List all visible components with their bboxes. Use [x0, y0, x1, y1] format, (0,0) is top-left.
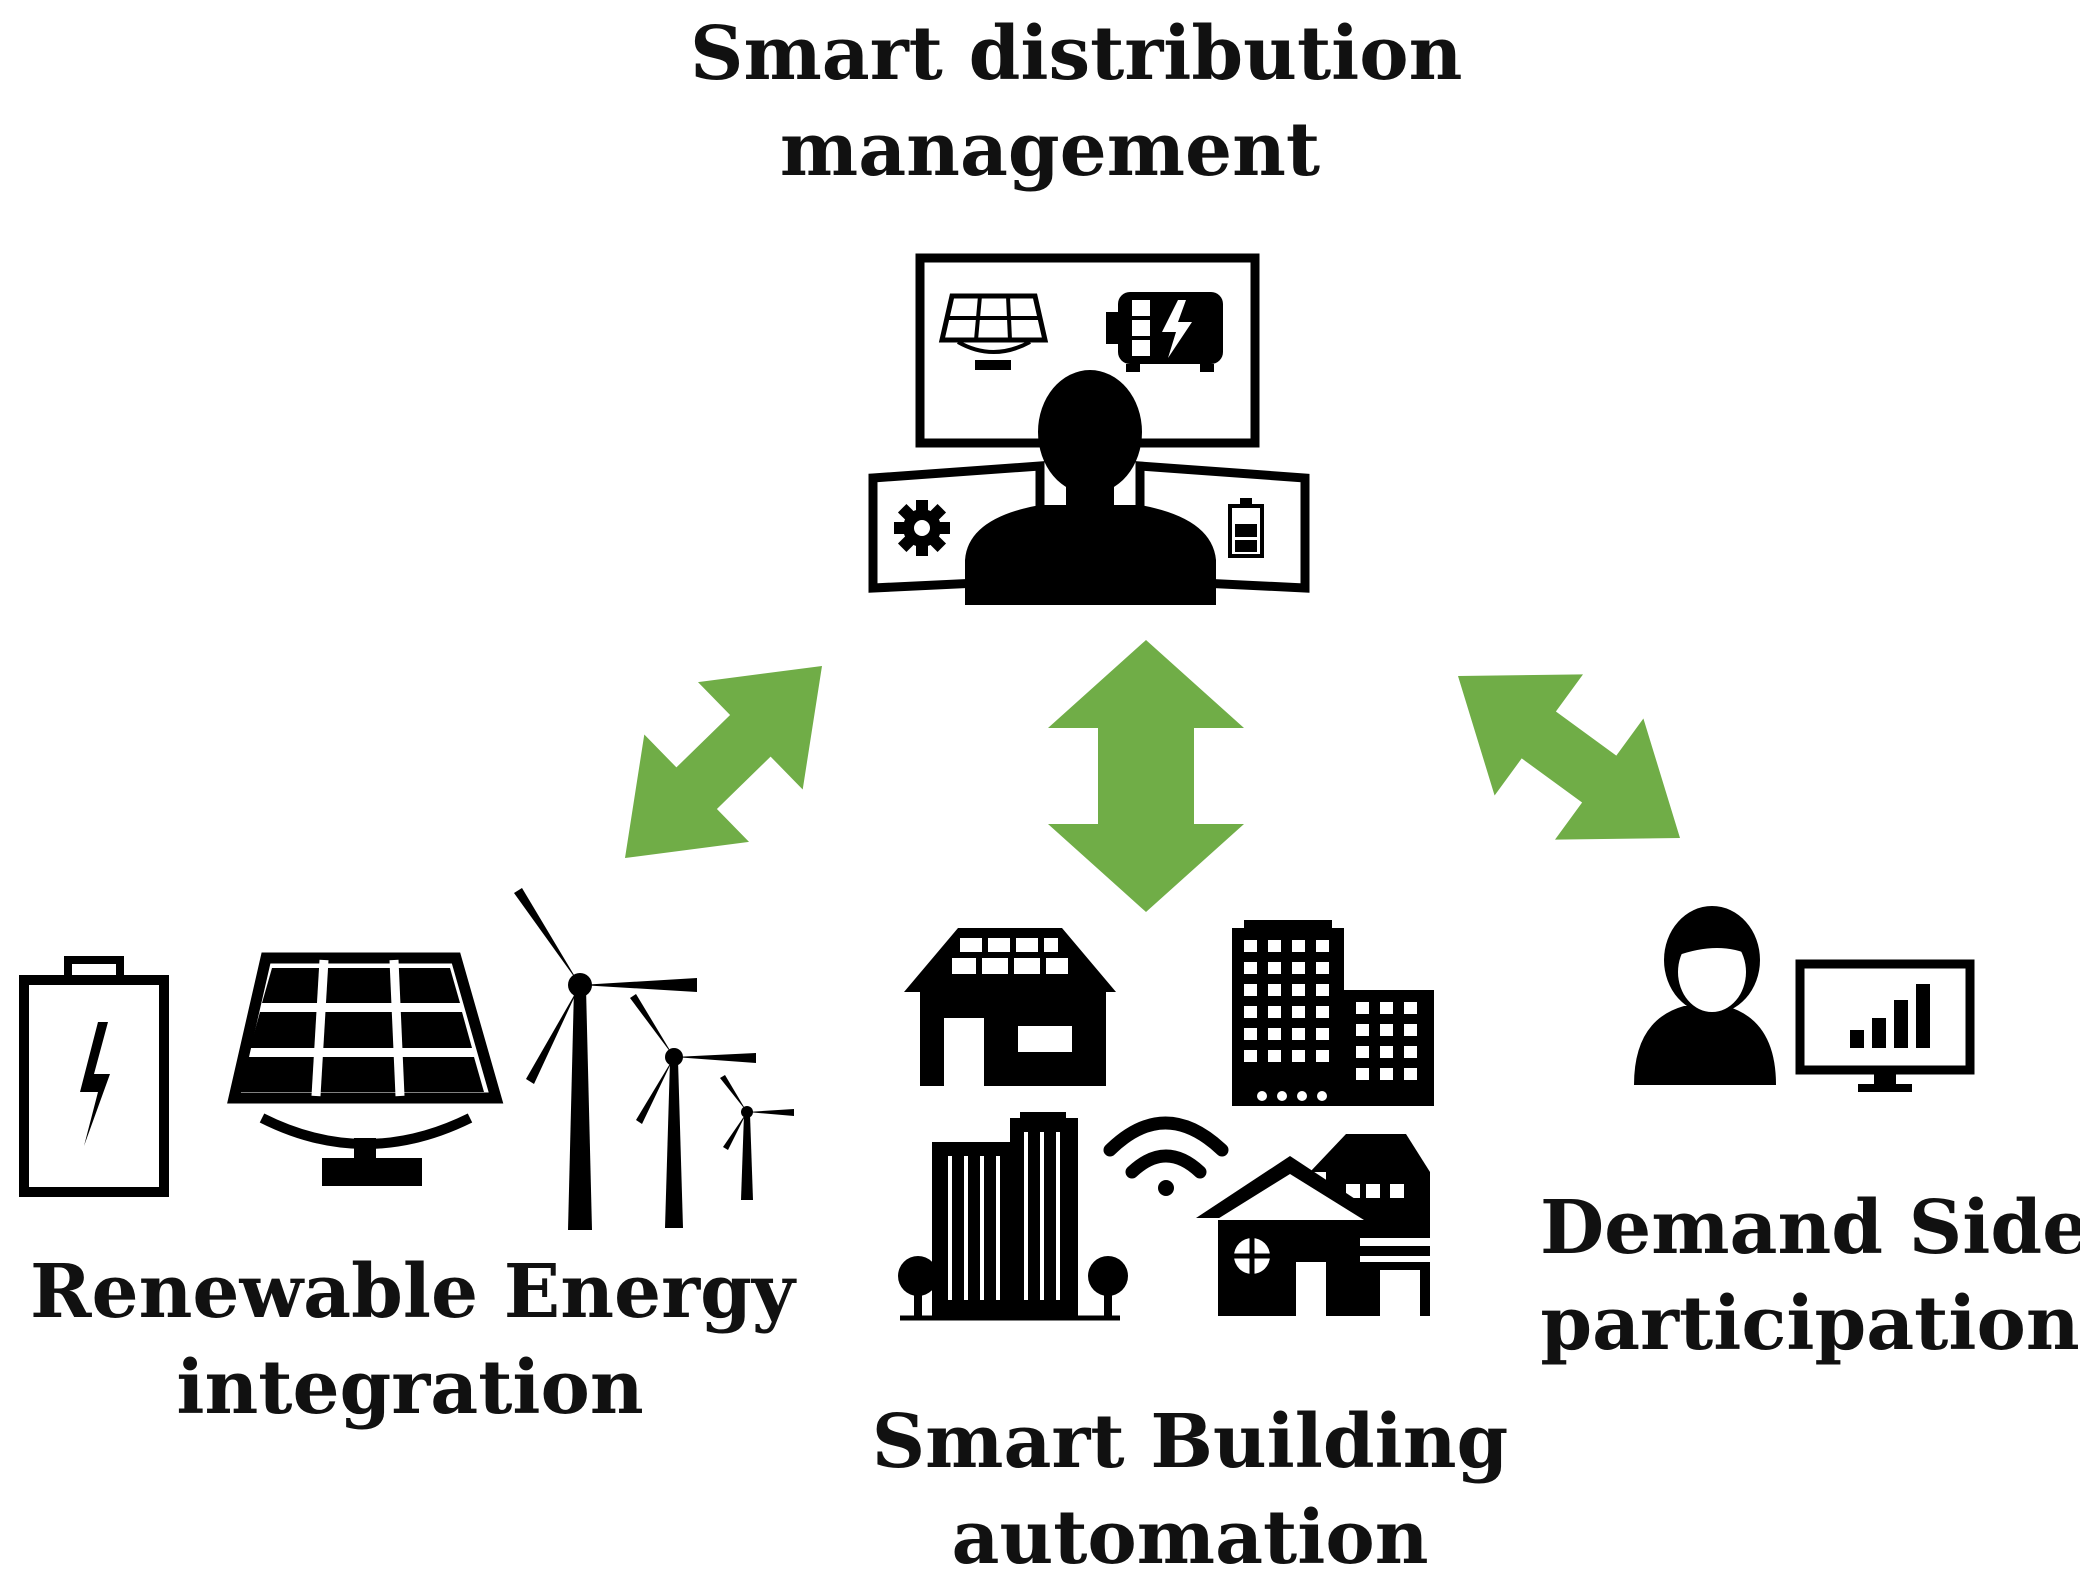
- wind-turbines-icon: [514, 888, 794, 1230]
- solar-panel-icon: [227, 952, 504, 1186]
- label-demand-side-line2: participation: [1540, 1281, 2080, 1367]
- operator-with-monitors-icon: [868, 253, 1310, 605]
- residential-houses-icon: [1196, 1134, 1430, 1316]
- mini-solar-panel-icon: [938, 293, 1049, 370]
- label-smart-distribution: Smart distribution management: [690, 6, 1463, 198]
- analytics-monitor-icon: [1795, 959, 1975, 1092]
- label-smart-distribution-line2: management: [779, 107, 1321, 193]
- battery-solar-wind-icon: [19, 888, 794, 1230]
- arrow-center-vertical: [1048, 640, 1244, 912]
- buildings-wifi-icon: [898, 920, 1434, 1321]
- label-demand-side-line1: Demand Side: [1540, 1185, 2080, 1271]
- user-analytics-monitor-icon: [1634, 906, 1975, 1092]
- label-renewable-energy: Renewable Energy integration: [30, 1244, 795, 1436]
- label-smart-distribution-line1: Smart distribution: [690, 11, 1463, 97]
- battery-icon: [19, 956, 169, 1197]
- apartment-building-icon: [1232, 920, 1434, 1106]
- office-tower-icon: [898, 1112, 1128, 1321]
- gear-icon: [894, 500, 950, 556]
- user-avatar-icon: [1634, 906, 1776, 1085]
- operator-silhouette: [965, 370, 1216, 605]
- label-smart-building: Smart Building automation: [840, 1394, 1540, 1586]
- mini-generator-icon: [1106, 292, 1223, 372]
- arrow-left-diagonal: [625, 666, 822, 858]
- mini-battery-icon: [1228, 498, 1264, 558]
- solar-house-icon: [904, 928, 1116, 1086]
- wifi-icon: [1103, 1116, 1229, 1196]
- label-smart-building-line2: automation: [951, 1495, 1429, 1581]
- label-renewable-energy-line1: Renewable Energy: [30, 1249, 795, 1335]
- label-renewable-energy-line2: integration: [176, 1345, 644, 1431]
- arrow-right-diagonal: [1458, 674, 1680, 840]
- label-demand-side: Demand Side participation: [1540, 1180, 2080, 1372]
- label-smart-building-line1: Smart Building: [871, 1399, 1509, 1485]
